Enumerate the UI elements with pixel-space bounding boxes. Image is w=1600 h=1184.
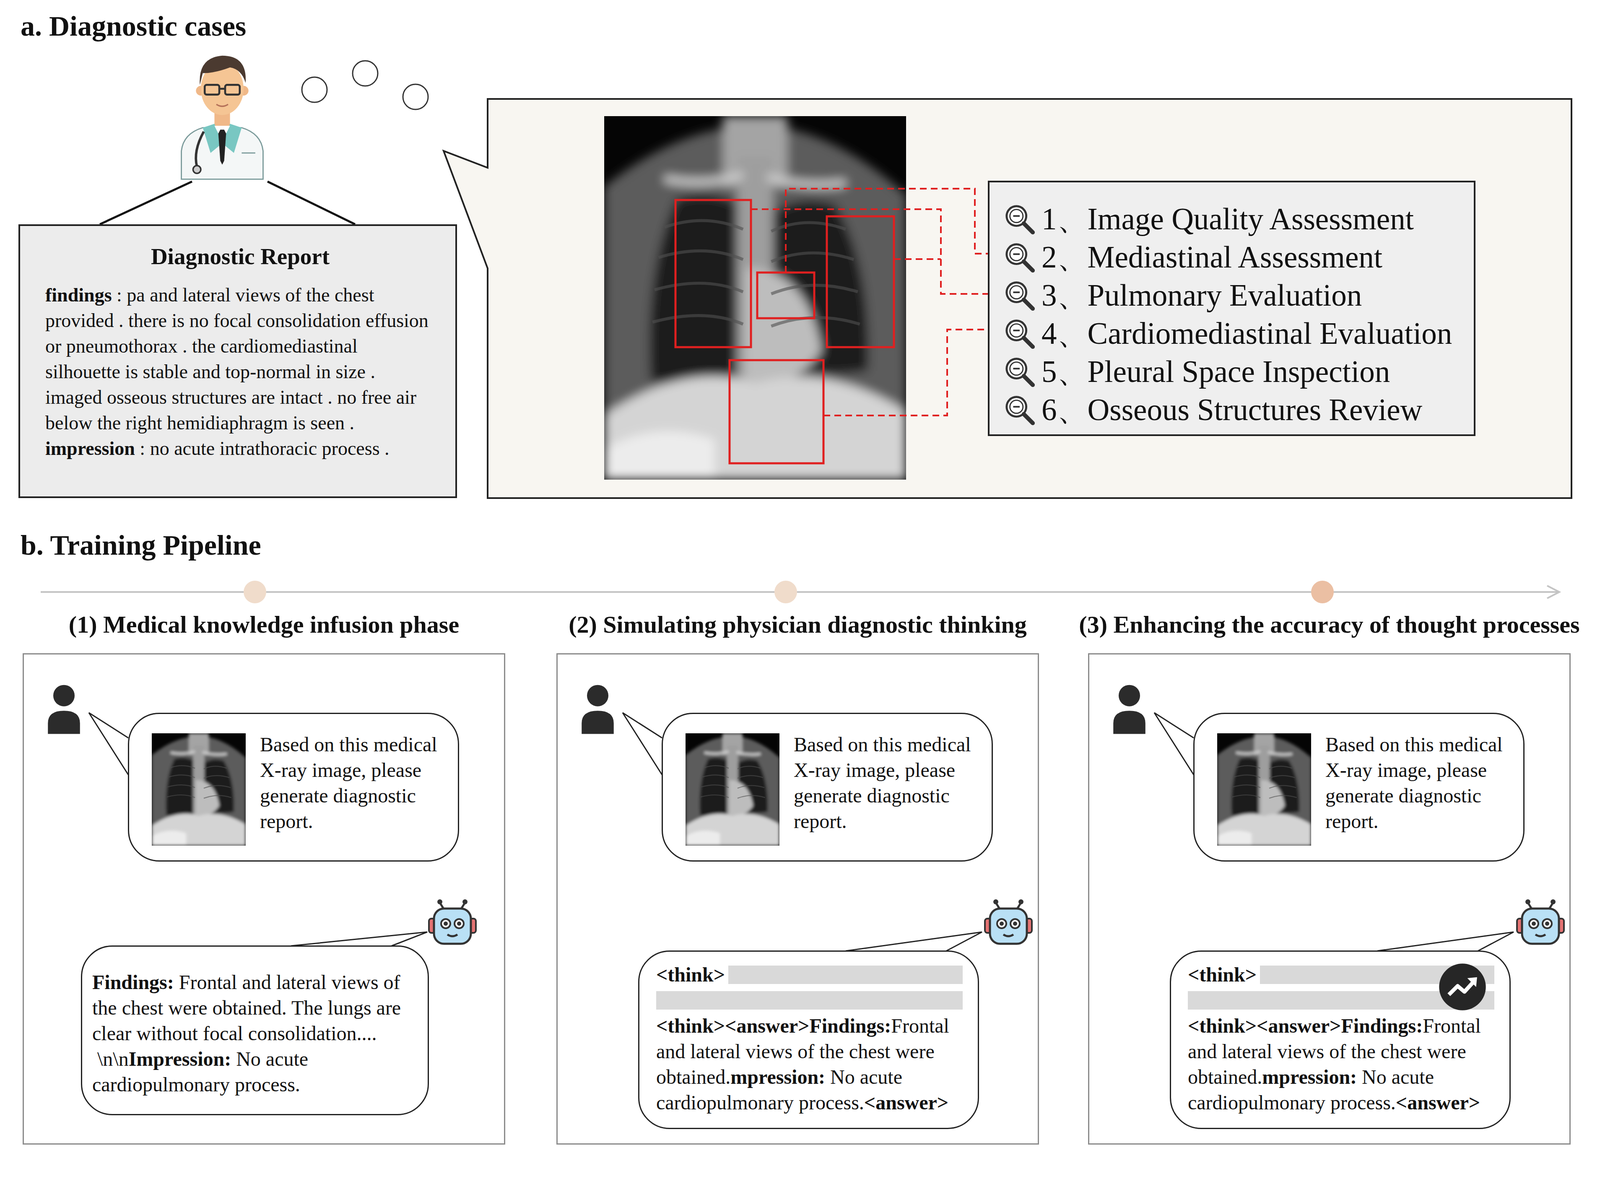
answer-text: <think><answer>Findings:Frontal and late… <box>1187 1012 1495 1116</box>
think-row <box>656 987 963 1013</box>
item-text: 4、Cardiomediastinal Evaluation <box>1041 314 1452 353</box>
think-row: <think> <box>656 961 963 988</box>
thought-bubbles <box>301 60 429 110</box>
magnifier-svg <box>1003 202 1037 236</box>
answer-tag: <think><answer>Findings: <box>656 1014 891 1037</box>
timeline-arrow <box>40 580 1560 604</box>
speech-bubble-panel <box>443 98 1572 499</box>
think-tag: <think> <box>656 961 725 988</box>
answer-tag: <answer> <box>864 1091 949 1114</box>
section-heading: a. Diagnostic cases <box>20 9 247 43</box>
hidden-thought-bar <box>656 991 963 1010</box>
prompt-text: Based on this medical X-ray image, pleas… <box>259 731 446 834</box>
magnifier-svg <box>1003 393 1037 427</box>
prompt-text: Based on this medical X-ray image, pleas… <box>793 731 980 834</box>
panel-heading: (3) Enhancing the accuracy of thought pr… <box>1078 610 1580 640</box>
item-text: 1、Image Quality Assessment <box>1041 200 1414 239</box>
xray-thumb-svg <box>1217 733 1312 846</box>
report-paragraph: findings: pa and lateral views of the ch… <box>45 282 436 436</box>
field-text: : no acute intrathoracic process . <box>139 437 390 460</box>
checklist-item: 5、Pleural Space Inspection <box>1003 352 1458 391</box>
escape-text: \n\n <box>97 1047 129 1071</box>
field-label: Impression: <box>128 1047 232 1071</box>
user-bubble: Based on this medical X-ray image, pleas… <box>1193 712 1525 862</box>
robot-icons <box>428 899 1564 944</box>
model-bubble: <think> <think><answer>Findings:Frontal a… <box>1169 950 1511 1130</box>
checklist-box: 1、Image Quality Assessment2、Mediastinal … <box>987 180 1476 437</box>
field-text: : pa and lateral views of the chest prov… <box>45 284 429 434</box>
model-bubble: Findings:Frontal and lateral views of th… <box>80 945 429 1116</box>
magnifier-icon <box>1003 355 1037 389</box>
report-impression: \n\nImpression:No acute cardiopulmonary … <box>92 1046 419 1098</box>
report-box: Diagnostic Report findings: pa and latera… <box>18 224 458 499</box>
magnifier-svg <box>1003 317 1037 351</box>
region-boxes <box>675 200 894 464</box>
panel-heading: (2) Simulating physician diagnostic thin… <box>568 610 1027 640</box>
magnifier-icon <box>1003 202 1037 236</box>
improvement-icon <box>1438 962 1487 1012</box>
phase-panel: (2) Simulating physician diagnostic thin… <box>556 653 1039 1145</box>
xray-thumbnail <box>151 733 246 846</box>
phase-panel: (3) Enhancing the accuracy of thought pr… <box>1088 653 1571 1145</box>
xray-thumbnail <box>685 733 780 846</box>
phase-panel: (1) Medical knowledge infusion phaseBase… <box>22 653 506 1145</box>
magnifier-icon <box>1003 241 1037 274</box>
answer-text: <think><answer>Findings:Frontal and late… <box>656 1012 963 1116</box>
doctor-figure <box>181 55 264 180</box>
xray-thumbnail <box>1217 733 1312 846</box>
section-heading: b. Training Pipeline <box>20 528 262 562</box>
checklist-item: 4、Cardiomediastinal Evaluation <box>1003 314 1458 353</box>
answer-tag: <answer> <box>1395 1091 1481 1114</box>
xray-thumb-image <box>685 733 780 846</box>
answer-tag: <think><answer>Findings: <box>1187 1014 1423 1037</box>
field-label: Findings: <box>92 971 175 994</box>
item-text: 2、Mediastinal Assessment <box>1041 238 1383 277</box>
chest-xray <box>604 116 907 480</box>
field-label: impression <box>45 437 136 460</box>
magnifier-svg <box>1003 241 1037 274</box>
xray-thumb-image <box>1217 733 1312 846</box>
magnifier-svg <box>1003 355 1037 389</box>
dashed-leader-lines <box>750 188 989 416</box>
checklist-item: 6、Osseous Structures Review <box>1003 390 1458 429</box>
panel-heading: (1) Medical knowledge infusion phase <box>68 610 460 640</box>
xray-thumb-svg <box>685 733 780 846</box>
think-tag: <think> <box>1187 961 1257 988</box>
trend-svg <box>1438 962 1487 1012</box>
model-bubble: <think> <think><answer>Findings:Frontal a… <box>638 950 980 1130</box>
xray-thumb-image <box>151 733 246 846</box>
item-text: 3、Pulmonary Evaluation <box>1041 276 1362 315</box>
magnifier-svg <box>1003 279 1037 312</box>
magnifier-icon <box>1003 393 1037 427</box>
magnifier-icon <box>1003 317 1037 351</box>
hidden-thought-bar <box>728 965 963 985</box>
callout-lines <box>99 181 356 225</box>
checklist-item: 1、Image Quality Assessment <box>1003 200 1458 239</box>
field-label: mpression: <box>1262 1065 1357 1089</box>
item-text: 5、Pleural Space Inspection <box>1041 352 1390 391</box>
xray-thumb-svg <box>151 733 246 846</box>
field-label: findings <box>45 284 112 306</box>
item-text: 6、Osseous Structures Review <box>1041 390 1423 429</box>
user-bubble: Based on this medical X-ray image, pleas… <box>127 712 460 862</box>
prompt-text: Based on this medical X-ray image, pleas… <box>1325 731 1511 834</box>
field-label: mpression: <box>730 1065 826 1089</box>
bubble-tails <box>88 712 1514 951</box>
report-findings: Findings:Frontal and lateral views of th… <box>92 969 419 1047</box>
report-title: Diagnostic Report <box>45 242 436 271</box>
user-bubble: Based on this medical X-ray image, pleas… <box>661 712 993 862</box>
magnifier-icon <box>1003 279 1037 312</box>
report-paragraph: impression: no acute intrathoracic proce… <box>45 435 436 462</box>
checklist-item: 2、Mediastinal Assessment <box>1003 238 1458 277</box>
checklist-item: 3、Pulmonary Evaluation <box>1003 276 1458 315</box>
